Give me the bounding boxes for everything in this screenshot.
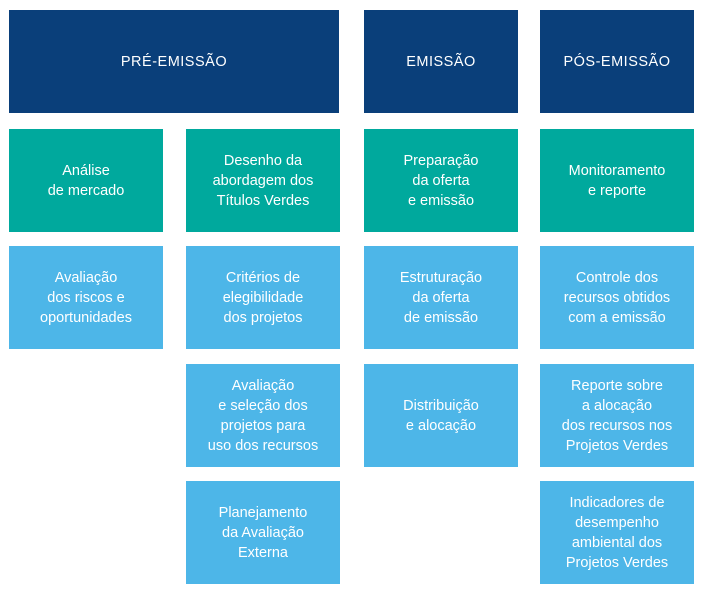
task-criterios-de-elegibilidade: Critérios de elegibilidade dos projetos <box>186 246 340 349</box>
step-analise-de-mercado: Análise de mercado <box>9 129 163 232</box>
task-avaliacao-e-selecao: Avaliação e seleção dos projetos para us… <box>186 364 340 467</box>
task-controle-dos-recursos: Controle dos recursos obtidos com a emis… <box>540 246 694 349</box>
phase-emissao: EMISSÃO <box>364 10 518 113</box>
task-planejamento-avaliacao-externa: Planejamento da Avaliação Externa <box>186 481 340 584</box>
task-distribuicao-e-alocacao: Distribuição e alocação <box>364 364 518 467</box>
phase-pos-emissao: PÓS-EMISSÃO <box>540 10 694 113</box>
task-estruturacao-da-oferta: Estruturação da oferta de emissão <box>364 246 518 349</box>
task-reporte-sobre-alocacao: Reporte sobre a alocação dos recursos no… <box>540 364 694 467</box>
task-indicadores-de-desempenho: Indicadores de desempenho ambiental dos … <box>540 481 694 584</box>
step-preparacao-da-oferta: Preparação da oferta e emissão <box>364 129 518 232</box>
step-desenho-da-abordagem: Desenho da abordagem dos Títulos Verdes <box>186 129 340 232</box>
phase-pre-emissao: PRÉ-EMISSÃO <box>9 10 339 113</box>
task-avaliacao-dos-riscos: Avaliação dos riscos e oportunidades <box>9 246 163 349</box>
step-monitoramento-e-reporte: Monitoramento e reporte <box>540 129 694 232</box>
